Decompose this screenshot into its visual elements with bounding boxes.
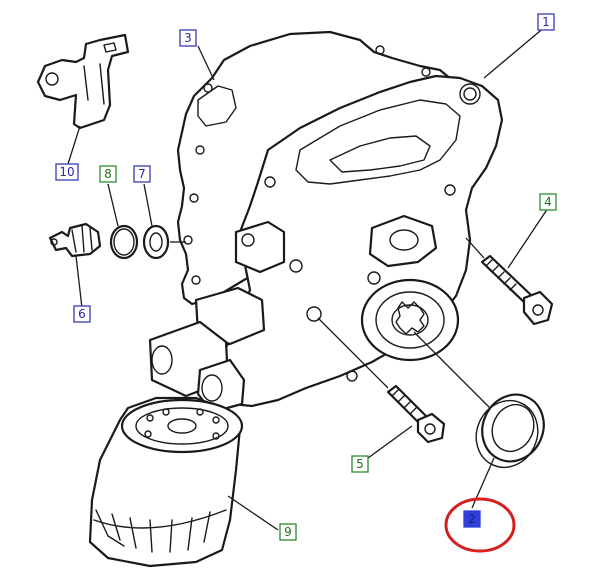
callout-8[interactable]: 8 — [99, 165, 117, 183]
callout-6[interactable]: 6 — [73, 305, 91, 323]
callout-5-label: 5 — [356, 457, 364, 471]
part-2-oil-seal — [475, 393, 545, 469]
callout-10[interactable]: 10 — [55, 163, 79, 181]
callout-2-label: 2 — [468, 512, 476, 526]
callout-4[interactable]: 4 — [539, 193, 557, 211]
callout-3-label: 3 — [184, 31, 192, 45]
callout-1-label: 1 — [542, 15, 550, 29]
leader-lines — [67, 25, 549, 531]
callout-3[interactable]: 3 — [179, 29, 197, 47]
part-9-oil-filter — [88, 396, 244, 568]
callout-1[interactable]: 1 — [537, 13, 555, 31]
part-5-bolt — [386, 384, 446, 444]
highlight-circle — [444, 497, 516, 553]
callout-8-label: 8 — [104, 167, 112, 181]
callout-2[interactable]: 2 — [463, 510, 481, 528]
callout-9-label: 9 — [284, 525, 292, 539]
callout-10-label: 10 — [59, 165, 74, 179]
callout-7-label: 7 — [138, 167, 146, 181]
part-7-washer — [142, 224, 170, 260]
part-8-o-ring — [109, 224, 139, 260]
callout-6-label: 6 — [78, 307, 86, 321]
part-6-pressure-switch — [48, 222, 102, 258]
callout-4-label: 4 — [544, 195, 552, 209]
part-10-bracket — [36, 33, 130, 130]
callout-7[interactable]: 7 — [133, 165, 151, 183]
part-1-timing-cover — [148, 74, 504, 414]
part-4-bolt — [480, 254, 554, 326]
guide-lines — [170, 237, 491, 409]
callout-9[interactable]: 9 — [279, 523, 297, 541]
callout-5[interactable]: 5 — [351, 455, 369, 473]
